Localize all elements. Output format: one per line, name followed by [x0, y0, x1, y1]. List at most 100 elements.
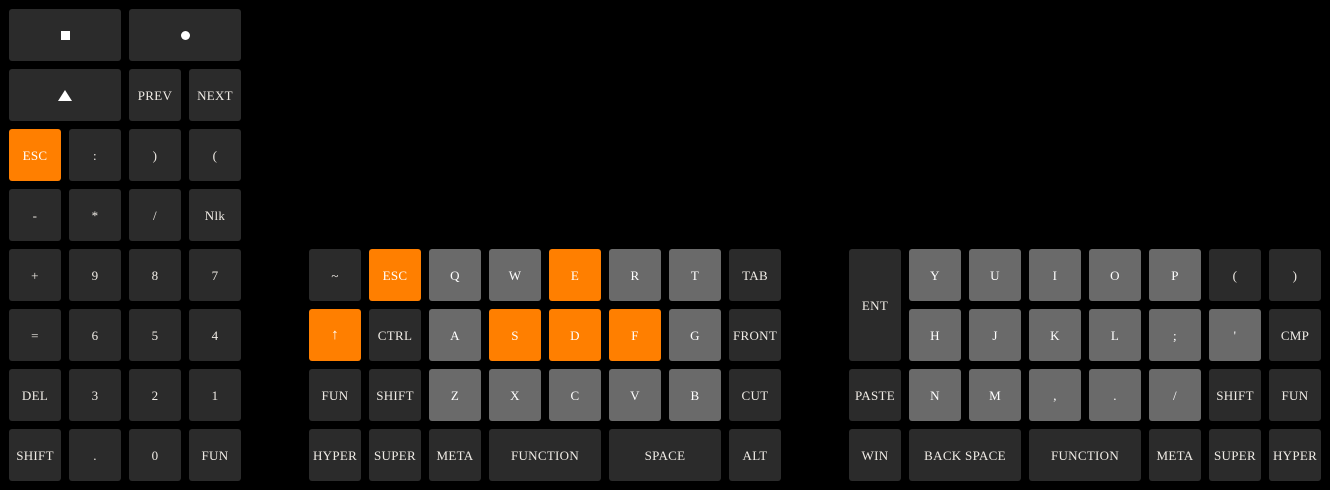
key-1[interactable]: 1 [189, 369, 241, 421]
key-label: S [511, 327, 519, 343]
key-label: A [450, 327, 460, 343]
key-alt[interactable]: ALT [729, 429, 781, 481]
key-hyper[interactable]: HYPER [1269, 429, 1321, 481]
key-shift[interactable]: SHIFT [369, 369, 421, 421]
key-label: ( [212, 147, 218, 163]
key-label: U [990, 267, 1000, 283]
key-fun[interactable]: FUN [189, 429, 241, 481]
key-front[interactable]: FRONT [729, 309, 781, 361]
key-q[interactable]: Q [429, 249, 481, 301]
key-paren-close[interactable]: ) [1269, 249, 1321, 301]
key-j[interactable]: J [969, 309, 1021, 361]
key-label: 8 [151, 267, 159, 283]
key-super[interactable]: SUPER [369, 429, 421, 481]
key-esc[interactable]: ESC [369, 249, 421, 301]
key-colon[interactable]: : [69, 129, 121, 181]
key-l[interactable]: L [1089, 309, 1141, 361]
key-apostrophe[interactable]: ' [1209, 309, 1261, 361]
key-9[interactable]: 9 [69, 249, 121, 301]
key-5[interactable]: 5 [129, 309, 181, 361]
key-o[interactable]: O [1089, 249, 1141, 301]
key-label: W [508, 267, 522, 283]
key-y[interactable]: Y [909, 249, 961, 301]
key-f[interactable]: F [609, 309, 661, 361]
key-esc[interactable]: ESC [9, 129, 61, 181]
key-super[interactable]: SUPER [1209, 429, 1261, 481]
key-minus[interactable]: - [9, 189, 61, 241]
key-semicolon[interactable]: ; [1149, 309, 1201, 361]
key-asterisk[interactable]: * [69, 189, 121, 241]
key-meta[interactable]: META [429, 429, 481, 481]
key-ent[interactable]: ENT [849, 249, 901, 361]
key-label: Z [450, 387, 460, 403]
key-label: CTRL [377, 327, 413, 343]
key-function[interactable]: FUNCTION [489, 429, 601, 481]
key-label: M [989, 387, 1001, 403]
key-fun[interactable]: FUN [309, 369, 361, 421]
key-b[interactable]: B [669, 369, 721, 421]
key-shift[interactable]: SHIFT [9, 429, 61, 481]
key-8[interactable]: 8 [129, 249, 181, 301]
key-r[interactable]: R [609, 249, 661, 301]
key-w[interactable]: W [489, 249, 541, 301]
key-space[interactable]: SPACE [609, 429, 721, 481]
key-equals[interactable]: = [9, 309, 61, 361]
key-function[interactable]: FUNCTION [1029, 429, 1141, 481]
key-t[interactable]: T [669, 249, 721, 301]
key-nlk[interactable]: Nlk [189, 189, 241, 241]
key-plus[interactable]: + [9, 249, 61, 301]
key-i[interactable]: I [1029, 249, 1081, 301]
key-e[interactable]: E [549, 249, 601, 301]
key-7[interactable]: 7 [189, 249, 241, 301]
key-circle-icon[interactable] [129, 9, 241, 61]
key-square-icon[interactable] [9, 9, 121, 61]
key-prev[interactable]: PREV [129, 69, 181, 121]
key-label: P [1171, 267, 1179, 283]
key-ctrl[interactable]: CTRL [369, 309, 421, 361]
key-paren-open[interactable]: ( [1209, 249, 1261, 301]
key-s[interactable]: S [489, 309, 541, 361]
key-p[interactable]: P [1149, 249, 1201, 301]
key-slash[interactable]: / [1149, 369, 1201, 421]
key-3[interactable]: 3 [69, 369, 121, 421]
key-z[interactable]: Z [429, 369, 481, 421]
key-2[interactable]: 2 [129, 369, 181, 421]
key-4[interactable]: 4 [189, 309, 241, 361]
key-comma[interactable]: , [1029, 369, 1081, 421]
key-period[interactable]: . [1089, 369, 1141, 421]
key-shift[interactable]: SHIFT [1209, 369, 1261, 421]
key-tab[interactable]: TAB [729, 249, 781, 301]
key-a[interactable]: A [429, 309, 481, 361]
key-cut[interactable]: CUT [729, 369, 781, 421]
key-g[interactable]: G [669, 309, 721, 361]
key-del[interactable]: DEL [9, 369, 61, 421]
key-u[interactable]: U [969, 249, 1021, 301]
key-v[interactable]: V [609, 369, 661, 421]
key-next[interactable]: NEXT [189, 69, 241, 121]
key-fun[interactable]: FUN [1269, 369, 1321, 421]
key-tilde[interactable]: ~ [309, 249, 361, 301]
key-slash[interactable]: / [129, 189, 181, 241]
key-d[interactable]: D [549, 309, 601, 361]
key-c[interactable]: C [549, 369, 601, 421]
key-cmp[interactable]: CMP [1269, 309, 1321, 361]
key-paren-close[interactable]: ) [129, 129, 181, 181]
key-back-space[interactable]: BACK SPACE [909, 429, 1021, 481]
key-label: ) [1292, 267, 1298, 283]
key-paste[interactable]: PASTE [849, 369, 901, 421]
key-triangle-up-icon[interactable] [9, 69, 121, 121]
key-period[interactable]: . [69, 429, 121, 481]
key-meta[interactable]: META [1149, 429, 1201, 481]
key-hyper[interactable]: HYPER [309, 429, 361, 481]
key-m[interactable]: M [969, 369, 1021, 421]
key-x[interactable]: X [489, 369, 541, 421]
key-6[interactable]: 6 [69, 309, 121, 361]
key-0[interactable]: 0 [129, 429, 181, 481]
key-label: SUPER [1214, 447, 1256, 463]
key-win[interactable]: WIN [849, 429, 901, 481]
key-paren-open[interactable]: ( [189, 129, 241, 181]
key-h[interactable]: H [909, 309, 961, 361]
key-arrow-up[interactable]: ↑ [309, 309, 361, 361]
key-k[interactable]: K [1029, 309, 1081, 361]
key-n[interactable]: N [909, 369, 961, 421]
